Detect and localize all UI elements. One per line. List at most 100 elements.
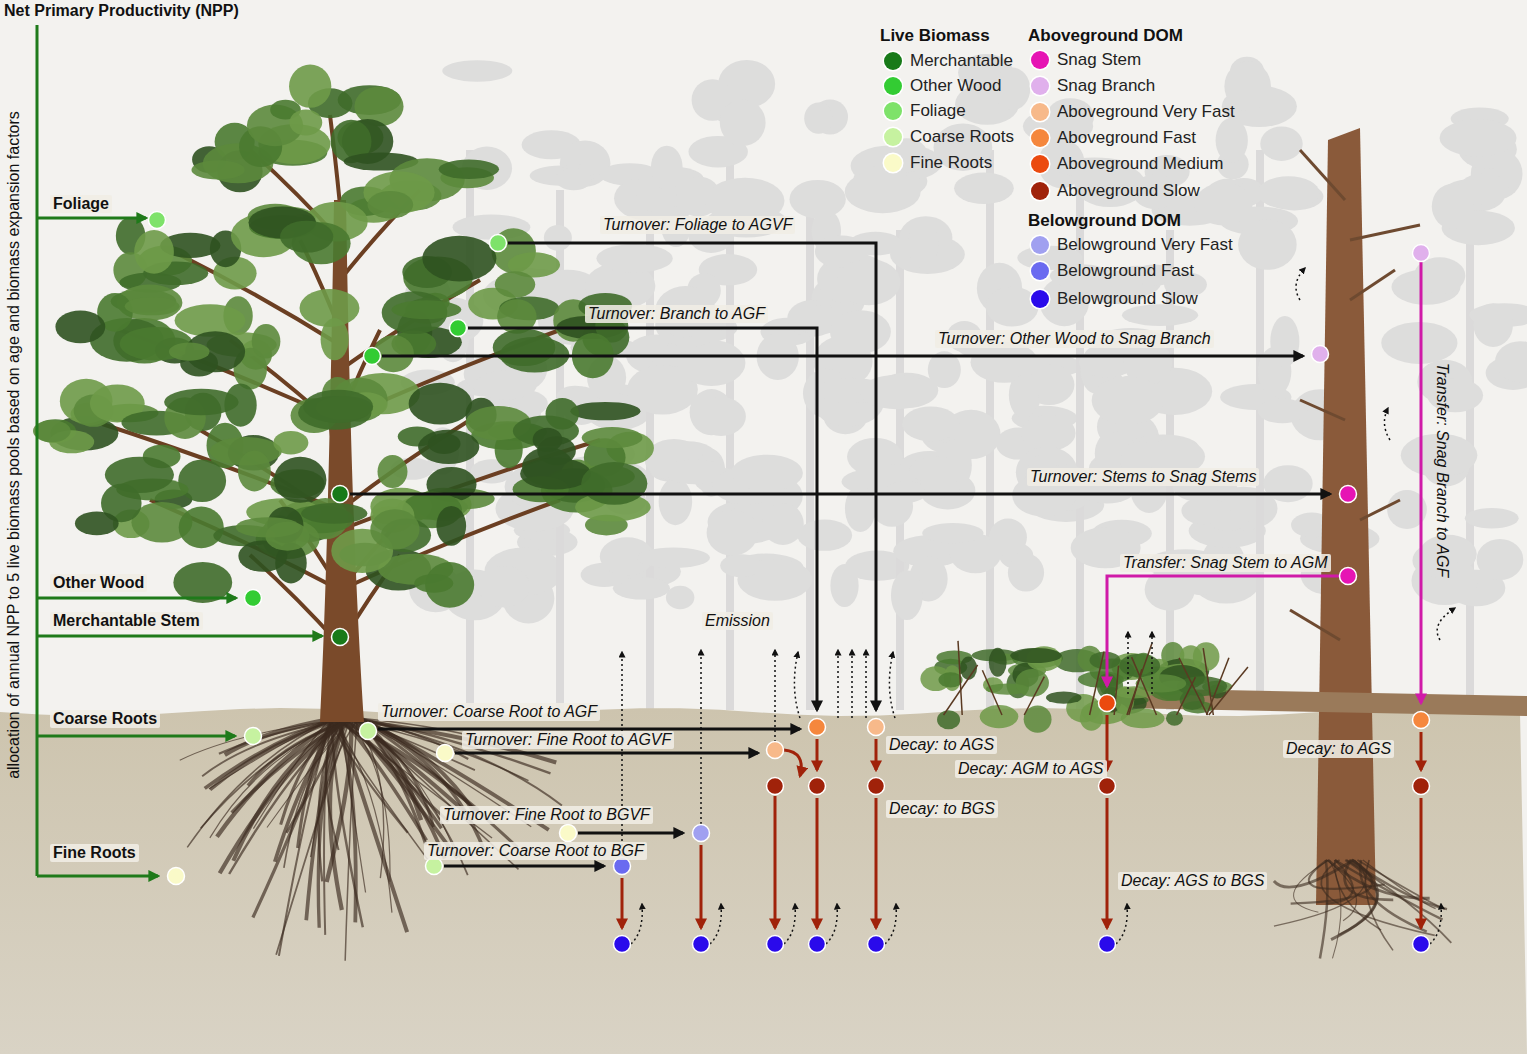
- background-trees: [696, 397, 746, 436]
- snag-tree: [1300, 150, 1345, 200]
- emission-arrow: [621, 652, 623, 856]
- snag-tree: [1290, 610, 1340, 640]
- background-trees: [1270, 316, 1299, 367]
- carbon-pools: [868, 936, 885, 953]
- flow-label: Turnover: Fine Root to BGVF: [440, 806, 653, 824]
- carbon-pools: [767, 936, 784, 953]
- tree-roots: [276, 718, 350, 955]
- emission-arrow: [885, 904, 896, 944]
- background-trees: [637, 548, 710, 568]
- decay-arrow: [1106, 798, 1109, 928]
- legend-text: Belowground Very Fast: [1057, 235, 1233, 255]
- tree-canopy: [582, 427, 643, 448]
- pool-label: Coarse Roots: [50, 710, 160, 728]
- background-trees: [954, 173, 1014, 204]
- tree-roots: [209, 718, 333, 789]
- decay-arrow: [875, 798, 878, 928]
- tree-canopy: [422, 236, 496, 282]
- legend-text: Snag Branch: [1057, 76, 1155, 96]
- background-trees: [1260, 127, 1302, 161]
- carbon-pools: [1340, 568, 1357, 585]
- decay-arrow: [1420, 798, 1423, 928]
- tree-canopy: [495, 271, 535, 297]
- legend-text: Belowground Fast: [1057, 261, 1194, 281]
- tree-roots: [351, 718, 470, 816]
- legend-text: Aboveground Medium: [1057, 154, 1223, 174]
- ground: [0, 708, 1527, 1054]
- shrub: [1134, 653, 1153, 675]
- decay-arrow: [816, 798, 819, 928]
- tree-trunk: [320, 200, 364, 722]
- emission-arrow: [865, 650, 867, 718]
- tree-canopy: [436, 506, 466, 546]
- legend-swatch: [1031, 103, 1049, 121]
- carbon-pools: [693, 936, 710, 953]
- legend-swatch: [1031, 155, 1049, 173]
- carbon-pools: [426, 858, 443, 875]
- background-trees: [921, 456, 957, 498]
- background-trees: [908, 219, 938, 268]
- tree-canopy: [252, 324, 281, 358]
- carbon-pools: [360, 723, 377, 740]
- carbon-pools: [1413, 936, 1430, 953]
- flow-label: Transfer: Snag Branch to AGF: [1433, 363, 1451, 577]
- background-trees: [442, 60, 512, 82]
- decay-arrow: [875, 739, 878, 770]
- background-trees: [1495, 341, 1527, 382]
- tree-canopy: [321, 318, 349, 360]
- background-trees: [845, 170, 921, 213]
- tree-canopy: [533, 428, 563, 452]
- carbon-pools: [245, 728, 262, 745]
- tree-canopy: [289, 109, 322, 135]
- shrub: [937, 710, 960, 729]
- tree-canopy: [75, 511, 119, 535]
- background-trees: [989, 518, 1027, 556]
- background-trees: [1092, 376, 1164, 424]
- snag-tree: [1294, 860, 1329, 912]
- shrub: [960, 656, 977, 679]
- axis-note: allocation of annual NPP to 5 live bioma…: [5, 111, 23, 779]
- decay-arrow: [774, 796, 777, 928]
- legend-heading: Aboveground DOM: [1028, 26, 1183, 46]
- tree-canopy: [178, 459, 226, 502]
- carbon-pools: [614, 936, 631, 953]
- background-trees: [1465, 508, 1519, 529]
- emission-arrow: [1296, 268, 1305, 300]
- flow-arrows: [37, 25, 1455, 944]
- flow-label: Decay: AGM to AGS: [955, 760, 1107, 778]
- carbon-pools: [332, 629, 349, 646]
- shrub: [920, 641, 1248, 733]
- shrub: [1207, 658, 1229, 715]
- legend-text: Merchantable: [910, 51, 1013, 71]
- carbon-pools: [1099, 778, 1116, 795]
- decay-arrow: [1420, 732, 1423, 770]
- tree-canopy: [55, 310, 105, 343]
- background-trees: [1432, 184, 1473, 229]
- carbon-pools: [1413, 778, 1430, 795]
- legend-swatch: [1031, 182, 1049, 200]
- flow-label: Turnover: Stems to Snag Stems: [1027, 468, 1259, 486]
- background-trees: [762, 503, 804, 545]
- tree-canopy: [265, 522, 309, 551]
- background-trees: [544, 225, 572, 251]
- tree-canopy: [134, 230, 174, 274]
- background-trees: [1477, 539, 1524, 580]
- background-trees: [556, 168, 592, 190]
- tree-canopy: [581, 462, 647, 505]
- emission-arrow: [784, 904, 795, 944]
- tree-canopy: [273, 431, 308, 455]
- tree-canopy: [418, 430, 479, 464]
- tree-canopy: [179, 507, 224, 549]
- legend-text: Aboveground Very Fast: [1057, 102, 1235, 122]
- shrub: [1179, 658, 1207, 715]
- flow-label: Transfer: Snag Stem to AGM: [1120, 554, 1331, 572]
- emission-arrow: [631, 904, 642, 944]
- emission-arrow: [1437, 608, 1455, 640]
- background-trees: [797, 520, 852, 551]
- legend-swatch: [884, 154, 902, 172]
- tree-roots: [357, 718, 426, 845]
- pool-label: Fine Roots: [50, 844, 139, 862]
- emission-arrow: [889, 652, 895, 718]
- legend-swatch: [1031, 236, 1049, 254]
- tree-canopy: [169, 343, 210, 361]
